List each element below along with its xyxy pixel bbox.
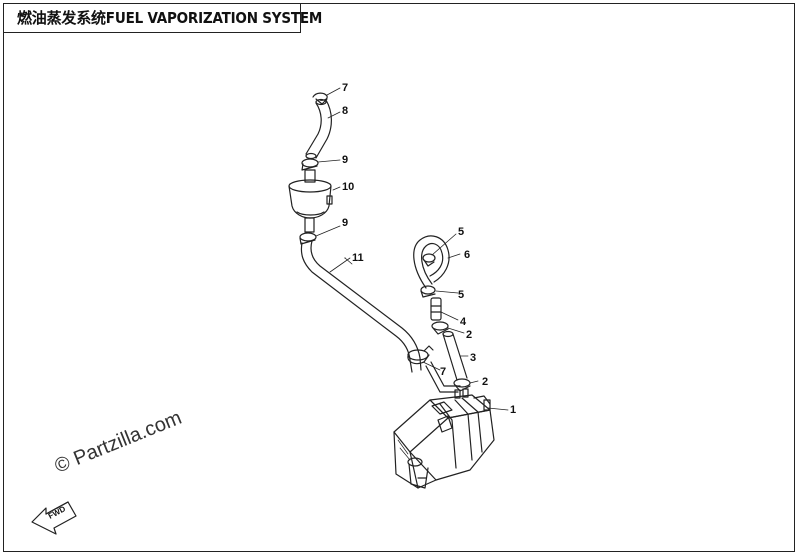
title-box: 燃油蒸发系统FUEL VAPORIZATION SYSTEM [3, 3, 322, 33]
part-1-canister[interactable] [393, 388, 509, 489]
part-8-hose[interactable] [305, 98, 341, 160]
callout-1: 1 [510, 404, 516, 416]
callout-2-lower: 2 [482, 376, 488, 388]
part-7-lower-clamp[interactable] [407, 345, 441, 371]
part-4-valve[interactable] [430, 297, 459, 321]
callout-3: 3 [470, 352, 476, 364]
part-9-lower-clamp[interactable] [299, 225, 341, 245]
part-3-hose[interactable] [442, 330, 469, 381]
watermark: © Partzilla.com [52, 407, 185, 478]
callout-5-upper: 5 [458, 226, 464, 238]
callout-10: 10 [342, 181, 354, 193]
callout-8: 8 [342, 105, 348, 117]
callout-7-top: 7 [342, 82, 348, 94]
callout-5-lower: 5 [458, 289, 464, 301]
callout-9-upper: 9 [342, 154, 348, 166]
part-5-upper-clamp[interactable] [422, 233, 457, 267]
diagram-frame [3, 3, 795, 552]
part-9-upper-clamp[interactable] [301, 158, 341, 171]
callout-9-lower: 9 [342, 217, 348, 229]
part-5-lower-clamp[interactable] [420, 285, 459, 298]
callout-6: 6 [464, 249, 470, 261]
page-title: 燃油蒸发系统FUEL VAPORIZATION SYSTEM [17, 9, 323, 27]
part-10-filter[interactable] [288, 169, 341, 233]
callout-7-lower: 7 [440, 366, 446, 378]
callouts: 7 8 9 10 9 11 5 6 5 4 2 3 7 2 1 [342, 82, 516, 416]
callout-2-upper: 2 [466, 329, 472, 341]
callout-11: 11 [352, 252, 364, 264]
callout-4: 4 [460, 316, 467, 328]
part-6-hook-hose[interactable] [413, 235, 461, 289]
connector-hose[interactable] [425, 361, 461, 393]
fwd-arrow-icon [31, 501, 77, 535]
part-2-upper-clamp[interactable] [431, 321, 465, 335]
